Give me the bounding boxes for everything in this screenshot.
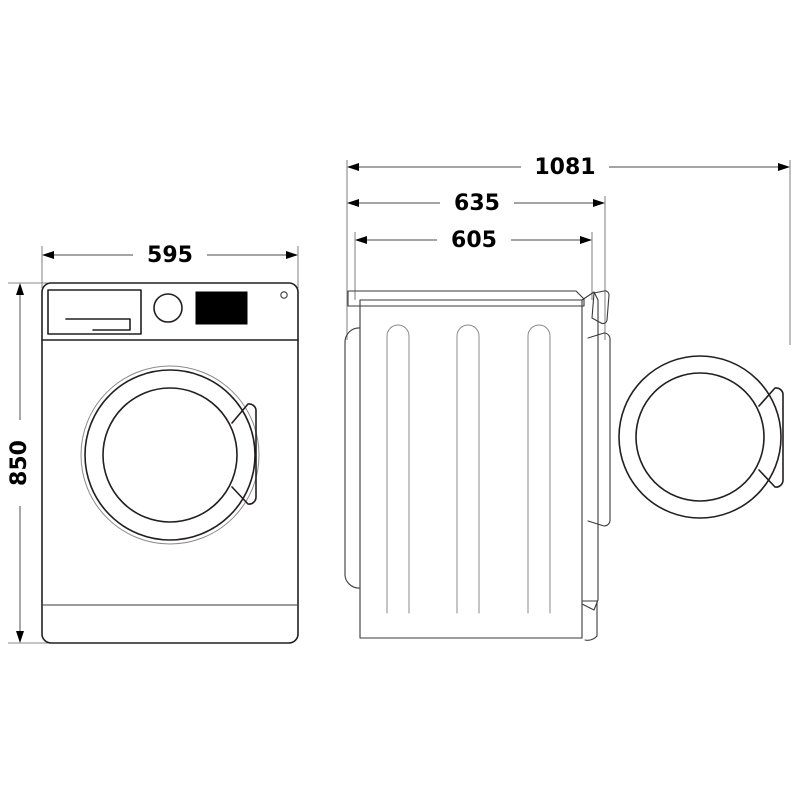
dim-635-label-backdrop — [440, 189, 514, 217]
dimension-label-depth-body: 605 — [451, 228, 497, 253]
side-door-panel — [587, 332, 611, 527]
dimension-label-depth-with-handle: 635 — [454, 191, 500, 216]
dim-605-label-backdrop — [437, 226, 511, 254]
dim-arrow-635-left — [347, 199, 359, 207]
door-outer-ring — [84, 369, 256, 541]
side-rib-1 — [386, 324, 410, 614]
side-rear-protrusion — [344, 327, 361, 589]
front-width-label-backdrop — [133, 242, 207, 268]
dimension-label-door-open-depth: 1081 — [534, 155, 595, 180]
dim-1081-label-backdrop — [521, 153, 609, 181]
front-width-arrow-right — [286, 251, 298, 259]
front-height-arrow-bottom — [16, 631, 24, 643]
dim-arrow-1081-left — [347, 163, 359, 171]
front-view-group: 595 850 — [7, 242, 299, 644]
dim-arrow-605-left — [355, 236, 367, 244]
detergent-drawer-outline[interactable] — [47, 289, 142, 335]
display-panel — [195, 291, 248, 325]
dim-arrow-635-right — [593, 199, 605, 207]
side-rib-3 — [527, 324, 551, 614]
door-outer-faint-ring — [80, 365, 260, 545]
side-cabinet-body — [359, 299, 583, 639]
side-kick-detail — [581, 600, 598, 641]
side-rib-2 — [456, 324, 480, 614]
front-height-arrow-top — [16, 283, 24, 295]
dimension-label-width: 595 — [147, 243, 193, 268]
front-height-label-backdrop — [7, 420, 33, 506]
power-button-icon[interactable] — [280, 291, 288, 299]
door-handle-recess[interactable] — [231, 403, 257, 505]
open-door-inner-ring — [635, 372, 765, 502]
dim-arrow-605-right — [580, 236, 592, 244]
side-front-face — [581, 291, 599, 611]
side-worktop-lid — [347, 290, 585, 307]
program-knob-icon[interactable] — [153, 293, 183, 323]
front-width-arrow-left — [42, 251, 54, 259]
front-cabinet-outline — [41, 282, 299, 644]
dim-arrow-1081-right — [778, 163, 790, 171]
dimension-label-height: 850 — [7, 440, 32, 486]
open-door-outer-ring — [618, 355, 782, 519]
open-door-handle-recess — [758, 387, 784, 488]
side-view-group: 1081 635 605 — [344, 153, 791, 641]
detergent-drawer-handle[interactable] — [65, 318, 131, 331]
side-handle-tab — [591, 290, 610, 325]
door-inner-ring — [102, 387, 238, 523]
